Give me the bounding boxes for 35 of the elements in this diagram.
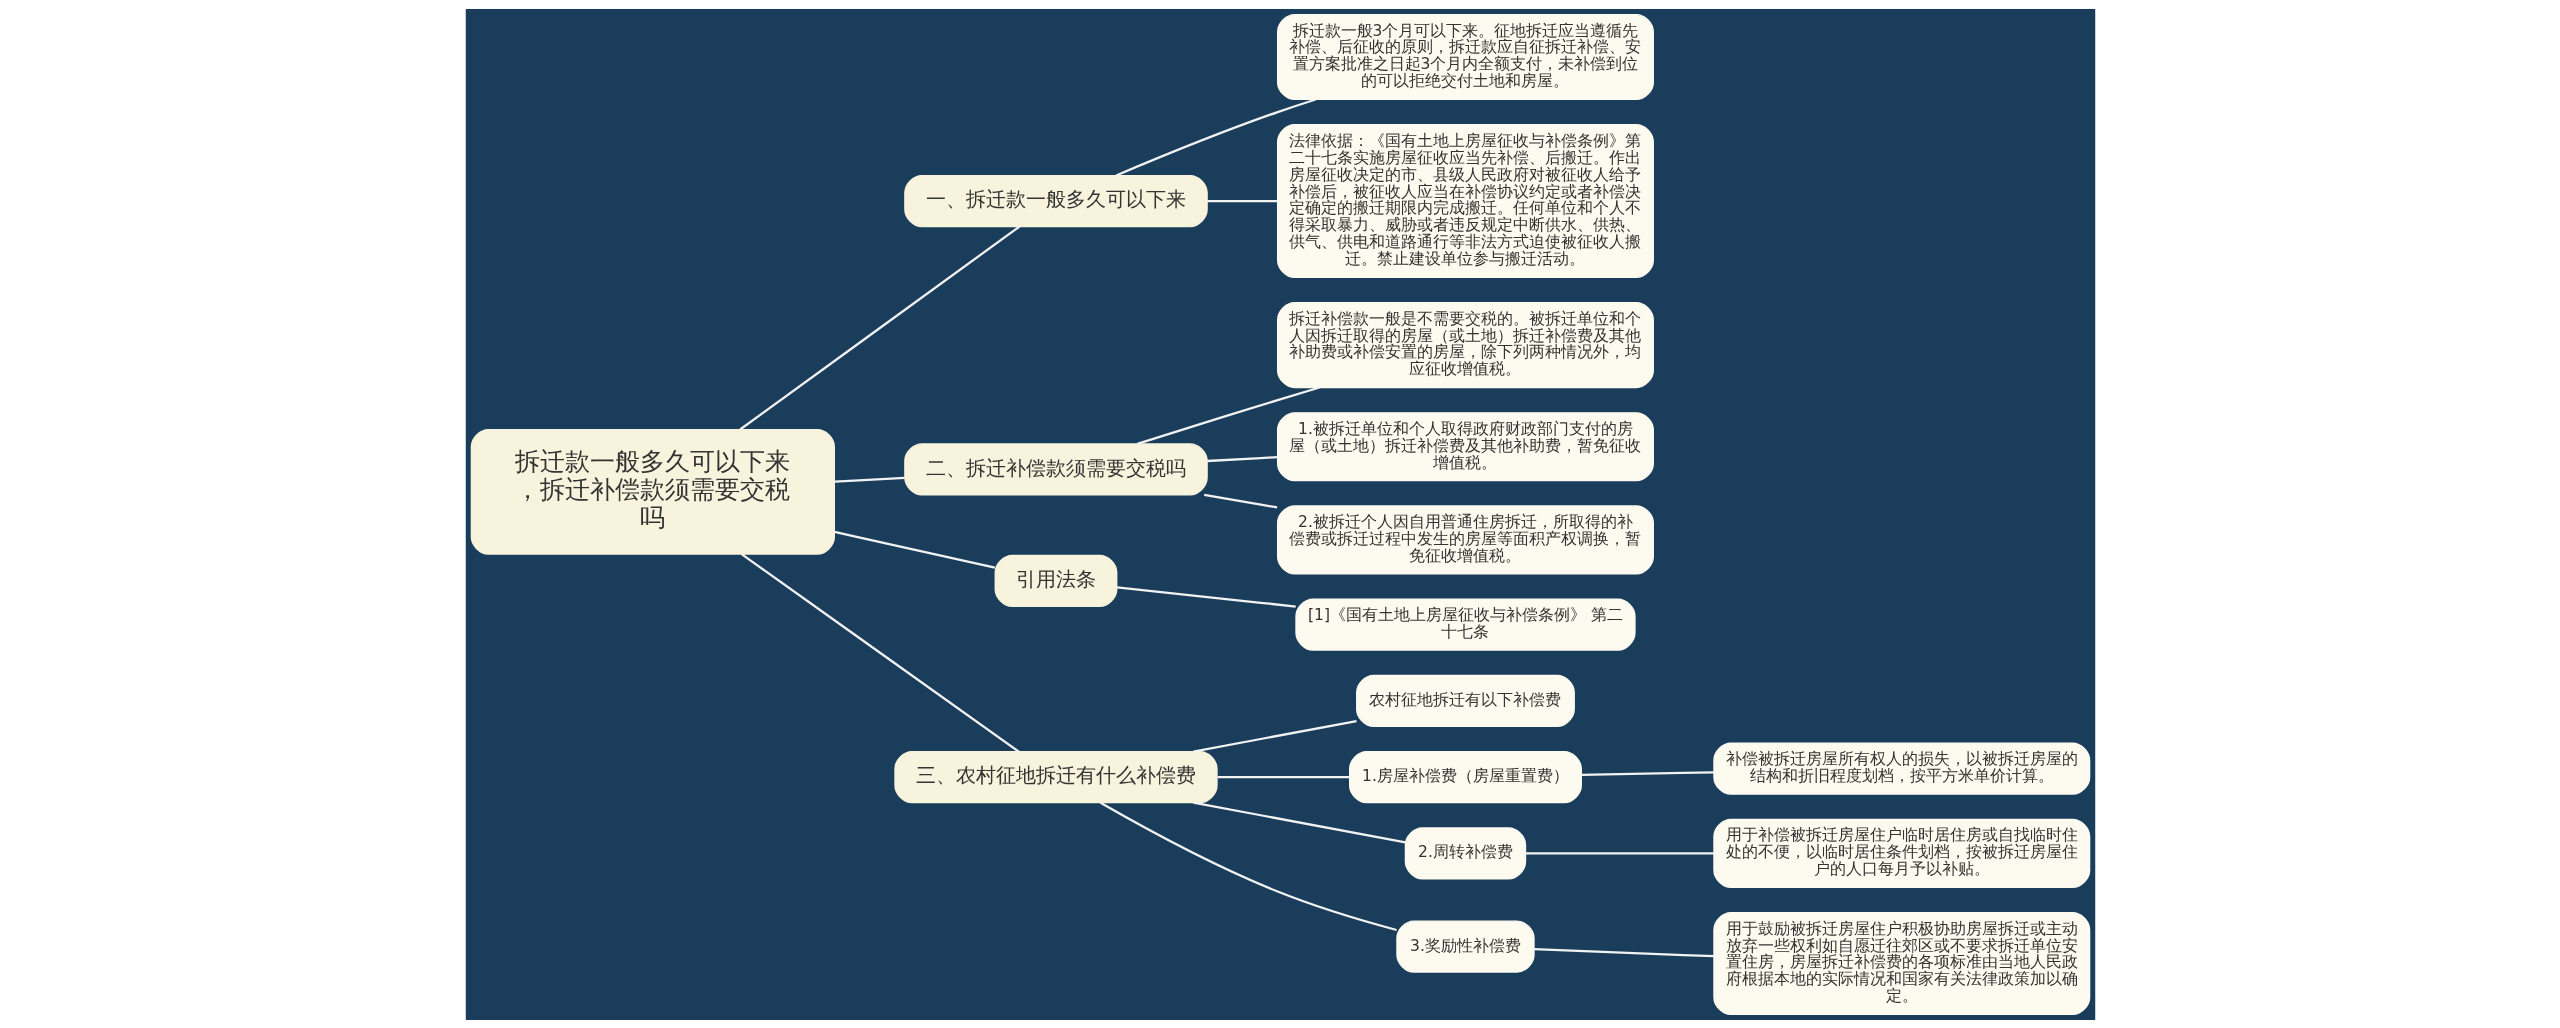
connector — [833, 476, 905, 483]
node-box: 补偿被拆迁房屋所有权人的损失，以被拆迁房屋的结构和折旧程度划档，按平方米单价计算。 — [1712, 742, 2090, 795]
node-box: 用于鼓励被拆迁房屋住户积极协助房屋拆迁或主动放弃一些权利如自愿迁往郊区或不要求拆迁单位安置住房，房屋拆迁补偿费的各项标准由当地人民政府根据本地的实际情况和国家有关法律政策加以确定。 — [1712, 911, 2090, 1015]
connector — [1192, 801, 1406, 843]
connector — [739, 225, 1020, 430]
connector — [1192, 719, 1357, 753]
node-box: 一、拆迁款一般多久可以下来 — [903, 174, 1208, 227]
connector — [1115, 97, 1316, 177]
node-box: 拆迁款一般多久可以下来，拆迁补偿款须需要交税吗 — [470, 428, 835, 555]
node-box: 2.被拆迁个人因自用普通住房拆迁，所取得的补偿费或拆迁过程中发生的房屋等面积产权调换，暂免征收增值税。 — [1276, 504, 1654, 574]
connector — [1203, 493, 1277, 509]
node-box: 1.房屋补偿费（房屋重置费） — [1348, 750, 1582, 803]
connector — [1525, 851, 1714, 854]
connector — [1206, 455, 1277, 462]
node-box: 用于补偿被拆迁房屋住户临时居住房或自找临时住处的不便，以临时居住条件划档，按被拆迁房屋住户的人口每月予以补贴。 — [1712, 818, 2090, 888]
node-box: 引用法条 — [994, 554, 1117, 607]
node-box: [1]《国有土地上房屋征收与补偿条例》 第二十七条 — [1294, 598, 1636, 651]
node-box: 2.周转补偿费 — [1404, 826, 1526, 879]
connector — [740, 552, 1020, 753]
node-box: 农村征地拆迁有以下补偿费 — [1355, 674, 1575, 727]
connector — [1136, 385, 1320, 445]
connector — [1533, 947, 1714, 957]
connector — [833, 530, 995, 569]
node-box: 拆迁补偿款一般是不需要交税的。被拆迁单位和个人因拆迁取得的房屋（或土地）拆迁补偿费及其他补助费或补偿安置的房屋，除下列两种情况外，均应征收增值税。 — [1276, 301, 1654, 388]
node-box: 二、拆迁补偿款须需要交税吗 — [903, 442, 1208, 495]
node-box: 1.被拆迁单位和个人取得政府财政部门支付的房屋（或土地）拆迁补偿费及其他补助费，暂免征收增值税。 — [1276, 411, 1654, 481]
connector — [1217, 775, 1349, 778]
node-box: 拆迁款一般3个月可以下来。征地拆迁应当遵循先补偿、后征收的原则，拆迁款应自征拆迁补偿、安置方案批准之日起3个月内全额支付，未补偿到位的可以拒绝交付土地和房屋。 — [1276, 13, 1654, 100]
connector — [1580, 770, 1714, 776]
node-box: 法律依据：《国有土地上房屋征收与补偿条例》第二十七条实施房屋征收应当先补偿、后搬迁。作出房屋征收决定的市、县级人民政府对被征收人给予补偿后，被征收人应当在补偿协议约定或者补偿决定确定的搬迁期限内完成搬迁。任何单位和个人不得采取暴力、威胁或者违反规定中断供水、供热、供气、供电和道路通行等非法方式迫使被征收人搬迁。禁止建设单位参与搬迁活动。 — [1276, 123, 1654, 278]
node-box: 三、农村征地拆迁有什么补偿费 — [893, 750, 1218, 803]
connector — [1099, 801, 1397, 931]
node-box: 3.奖励性补偿费 — [1395, 919, 1535, 973]
connector — [1206, 199, 1277, 202]
connector — [1116, 585, 1296, 608]
